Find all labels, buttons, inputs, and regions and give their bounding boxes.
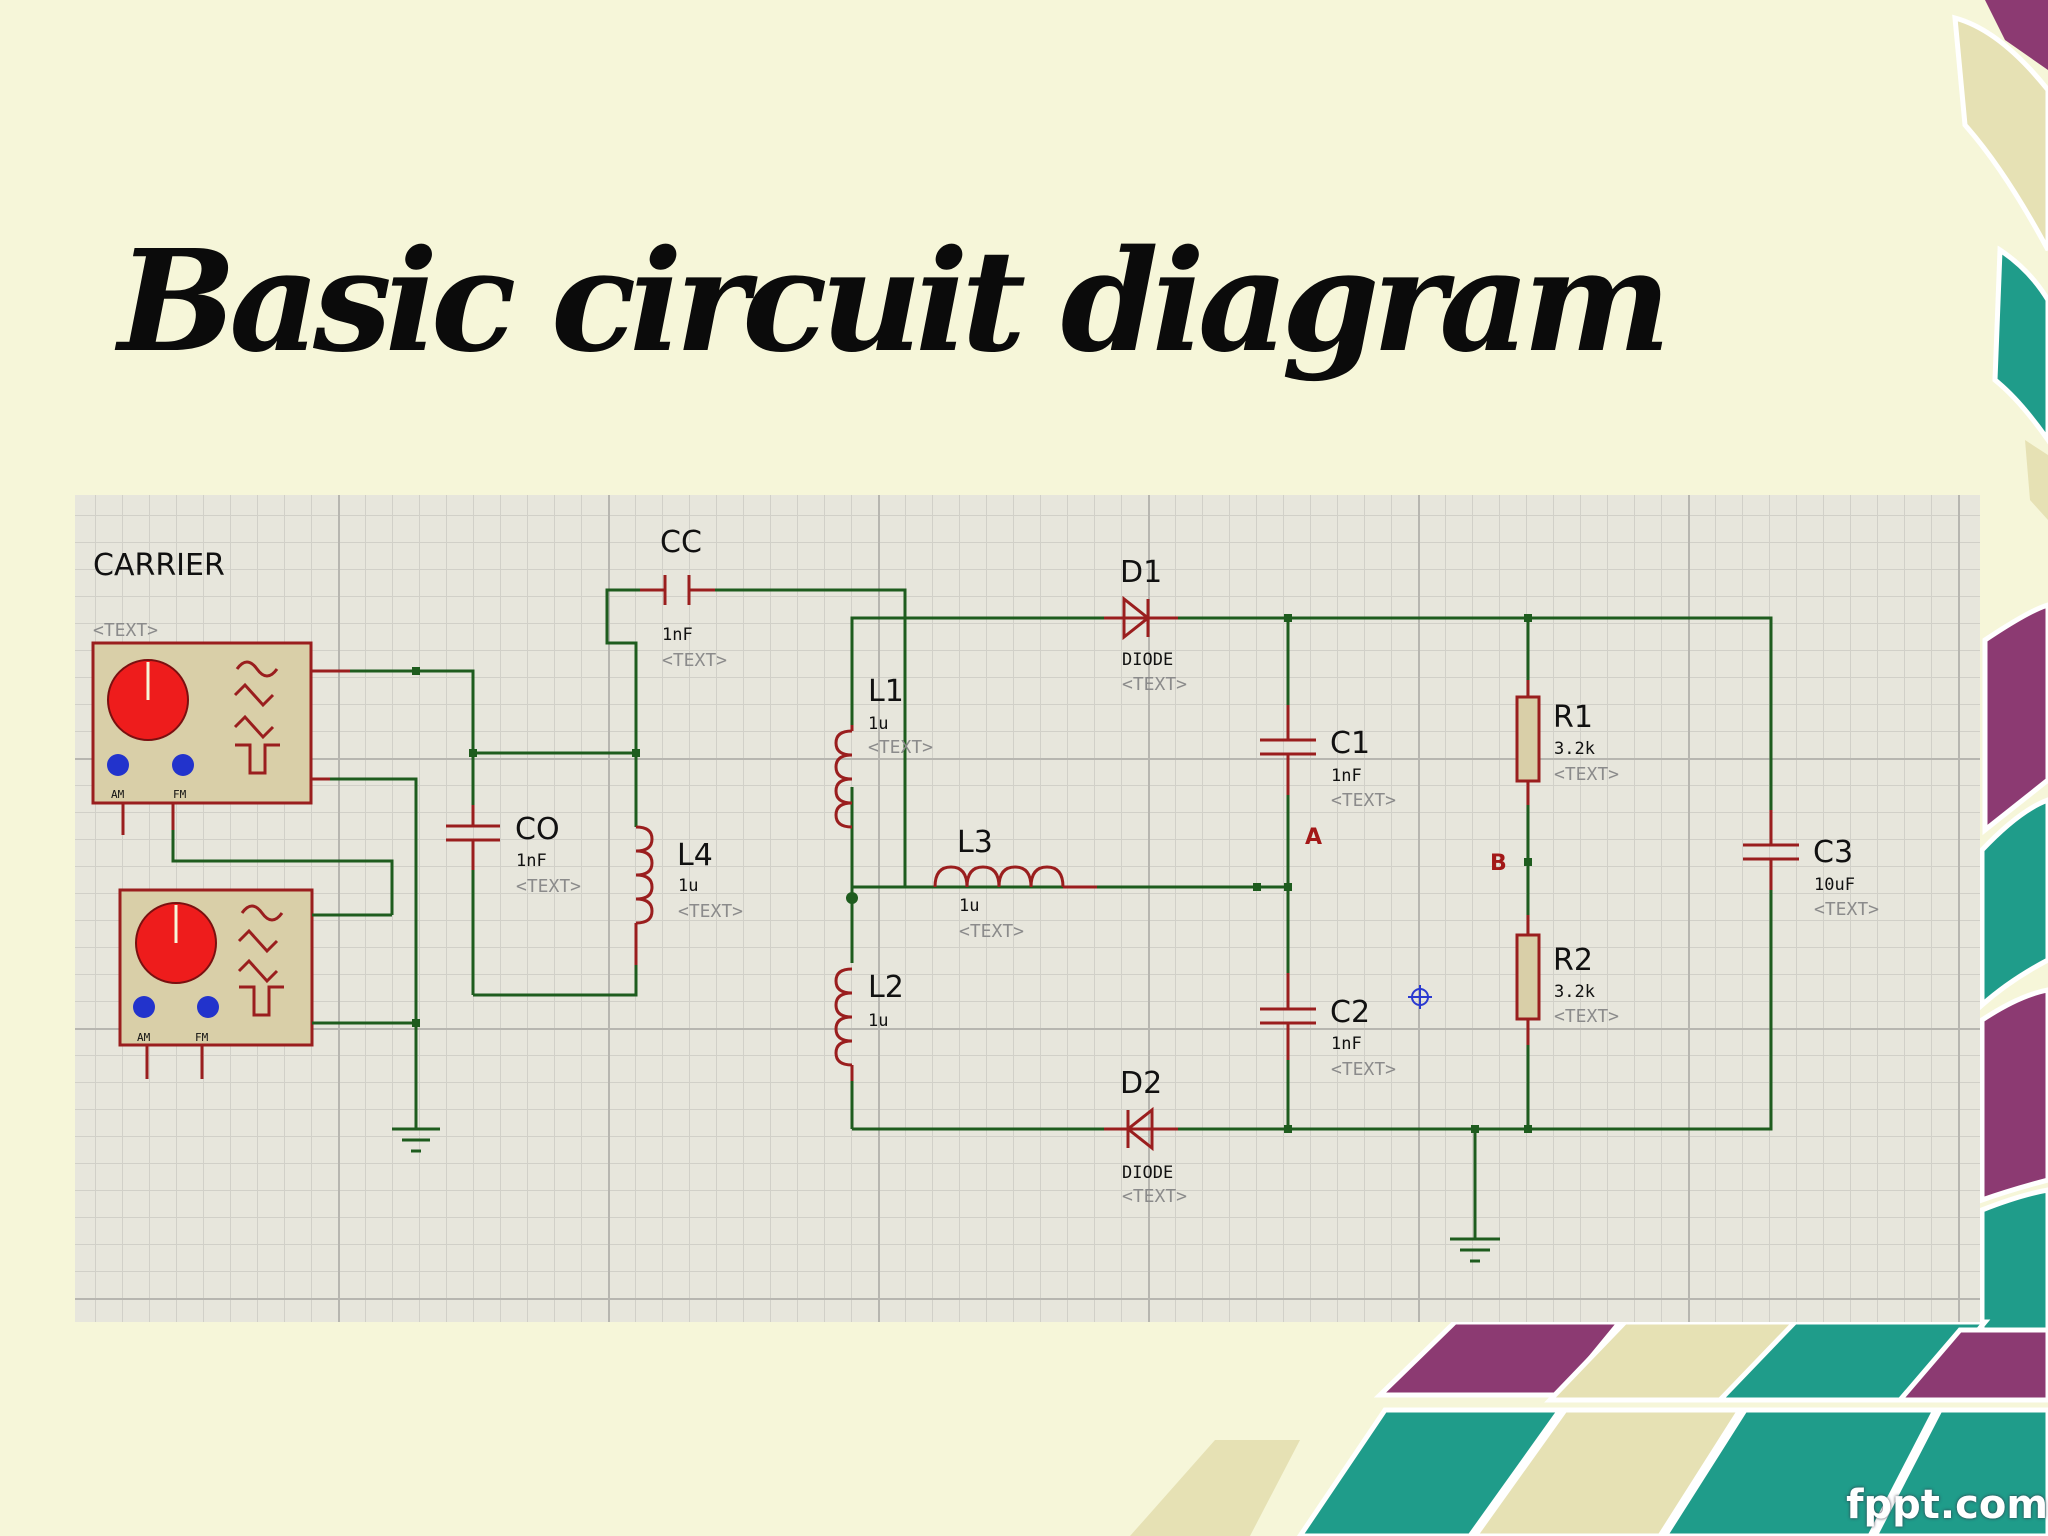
r2-text: <TEXT> (1554, 1006, 1619, 1027)
co-label: CO (515, 812, 560, 847)
decoration-right-edge (1952, 0, 2048, 1333)
c3-value: 10uF (1814, 875, 1855, 895)
r1-text: <TEXT> (1554, 764, 1619, 785)
d1-label: D1 (1120, 555, 1162, 590)
cc-text: <TEXT> (662, 650, 727, 671)
circuit-schematic: CARRIER <TEXT> AM FM AM FM (75, 495, 1980, 1322)
c1-text: <TEXT> (1331, 790, 1396, 811)
l1-text: <TEXT> (868, 737, 933, 758)
d2-value: DIODE (1122, 1163, 1173, 1183)
inductor-l3[interactable] (933, 865, 1097, 889)
co-text: <TEXT> (516, 876, 581, 897)
carrier-generator[interactable] (91, 641, 313, 835)
knob-fm-label: FM (173, 788, 187, 801)
wire-junctions (412, 614, 1532, 1133)
c1-label: C1 (1330, 726, 1370, 761)
l4-label: L4 (677, 838, 713, 873)
inductor-l1[interactable] (834, 725, 854, 829)
r1-value: 3.2k (1554, 739, 1595, 759)
ground-symbol-input (392, 1127, 440, 1153)
r1-label: R1 (1553, 700, 1593, 735)
crosshair-cursor-icon (1408, 985, 1432, 1009)
diode-d2[interactable] (1125, 1106, 1154, 1152)
d2-label: D2 (1120, 1066, 1162, 1101)
capacitor-co[interactable] (446, 805, 500, 870)
inductor-l2[interactable] (834, 967, 854, 1081)
c2-value: 1nF (1331, 1034, 1362, 1054)
schematic-drawing: CARRIER <TEXT> AM FM AM FM (91, 525, 1879, 1263)
ground-symbol-output (1450, 1237, 1500, 1263)
co-value: 1nF (516, 851, 547, 871)
l2-label: L2 (868, 970, 904, 1005)
l3-value: 1u (959, 896, 979, 916)
c3-label: C3 (1813, 835, 1853, 870)
node-a-label: A (1305, 825, 1322, 850)
capacitor-cc[interactable] (663, 575, 691, 605)
c3-text: <TEXT> (1814, 899, 1879, 920)
modulating-generator[interactable] (118, 888, 314, 1079)
carrier-text-placeholder: <TEXT> (93, 620, 158, 641)
knob-am-label-2: AM (137, 1031, 151, 1044)
circuit-wires (171, 588, 1773, 1239)
cc-label: CC (660, 525, 702, 560)
c1-value: 1nF (1331, 766, 1362, 786)
d1-value: DIODE (1122, 650, 1173, 670)
resistor-r2[interactable] (1515, 915, 1541, 1045)
r2-value: 3.2k (1554, 982, 1595, 1002)
l2-value: 1u (868, 1011, 888, 1031)
c2-label: C2 (1330, 995, 1370, 1030)
slide-title: Basic circuit diagram (118, 220, 1671, 384)
l3-text: <TEXT> (959, 921, 1024, 942)
capacitor-c1[interactable] (1260, 705, 1316, 795)
inductor-l4[interactable] (634, 825, 654, 965)
watermark: fppt.com (1846, 1482, 2048, 1528)
l3-label: L3 (957, 825, 993, 860)
l1-label: L1 (868, 674, 904, 709)
l1-value: 1u (868, 714, 888, 734)
carrier-label: CARRIER (93, 548, 225, 583)
l4-value: 1u (678, 876, 698, 896)
diode-d1[interactable] (1122, 595, 1151, 641)
l4-text: <TEXT> (678, 901, 743, 922)
decoration-bottom-edge (1130, 1319, 2048, 1536)
resistor-r1[interactable] (1515, 680, 1541, 805)
node-b-label: B (1490, 851, 1507, 876)
capacitor-c3[interactable] (1743, 810, 1799, 890)
cc-value: 1nF (662, 625, 693, 645)
knob-fm-label-2: FM (195, 1031, 209, 1044)
c2-text: <TEXT> (1331, 1059, 1396, 1080)
d1-text: <TEXT> (1122, 674, 1187, 695)
d2-text: <TEXT> (1122, 1186, 1187, 1207)
capacitor-c2[interactable] (1260, 973, 1316, 1060)
knob-am-label: AM (111, 788, 125, 801)
r2-label: R2 (1553, 943, 1593, 978)
